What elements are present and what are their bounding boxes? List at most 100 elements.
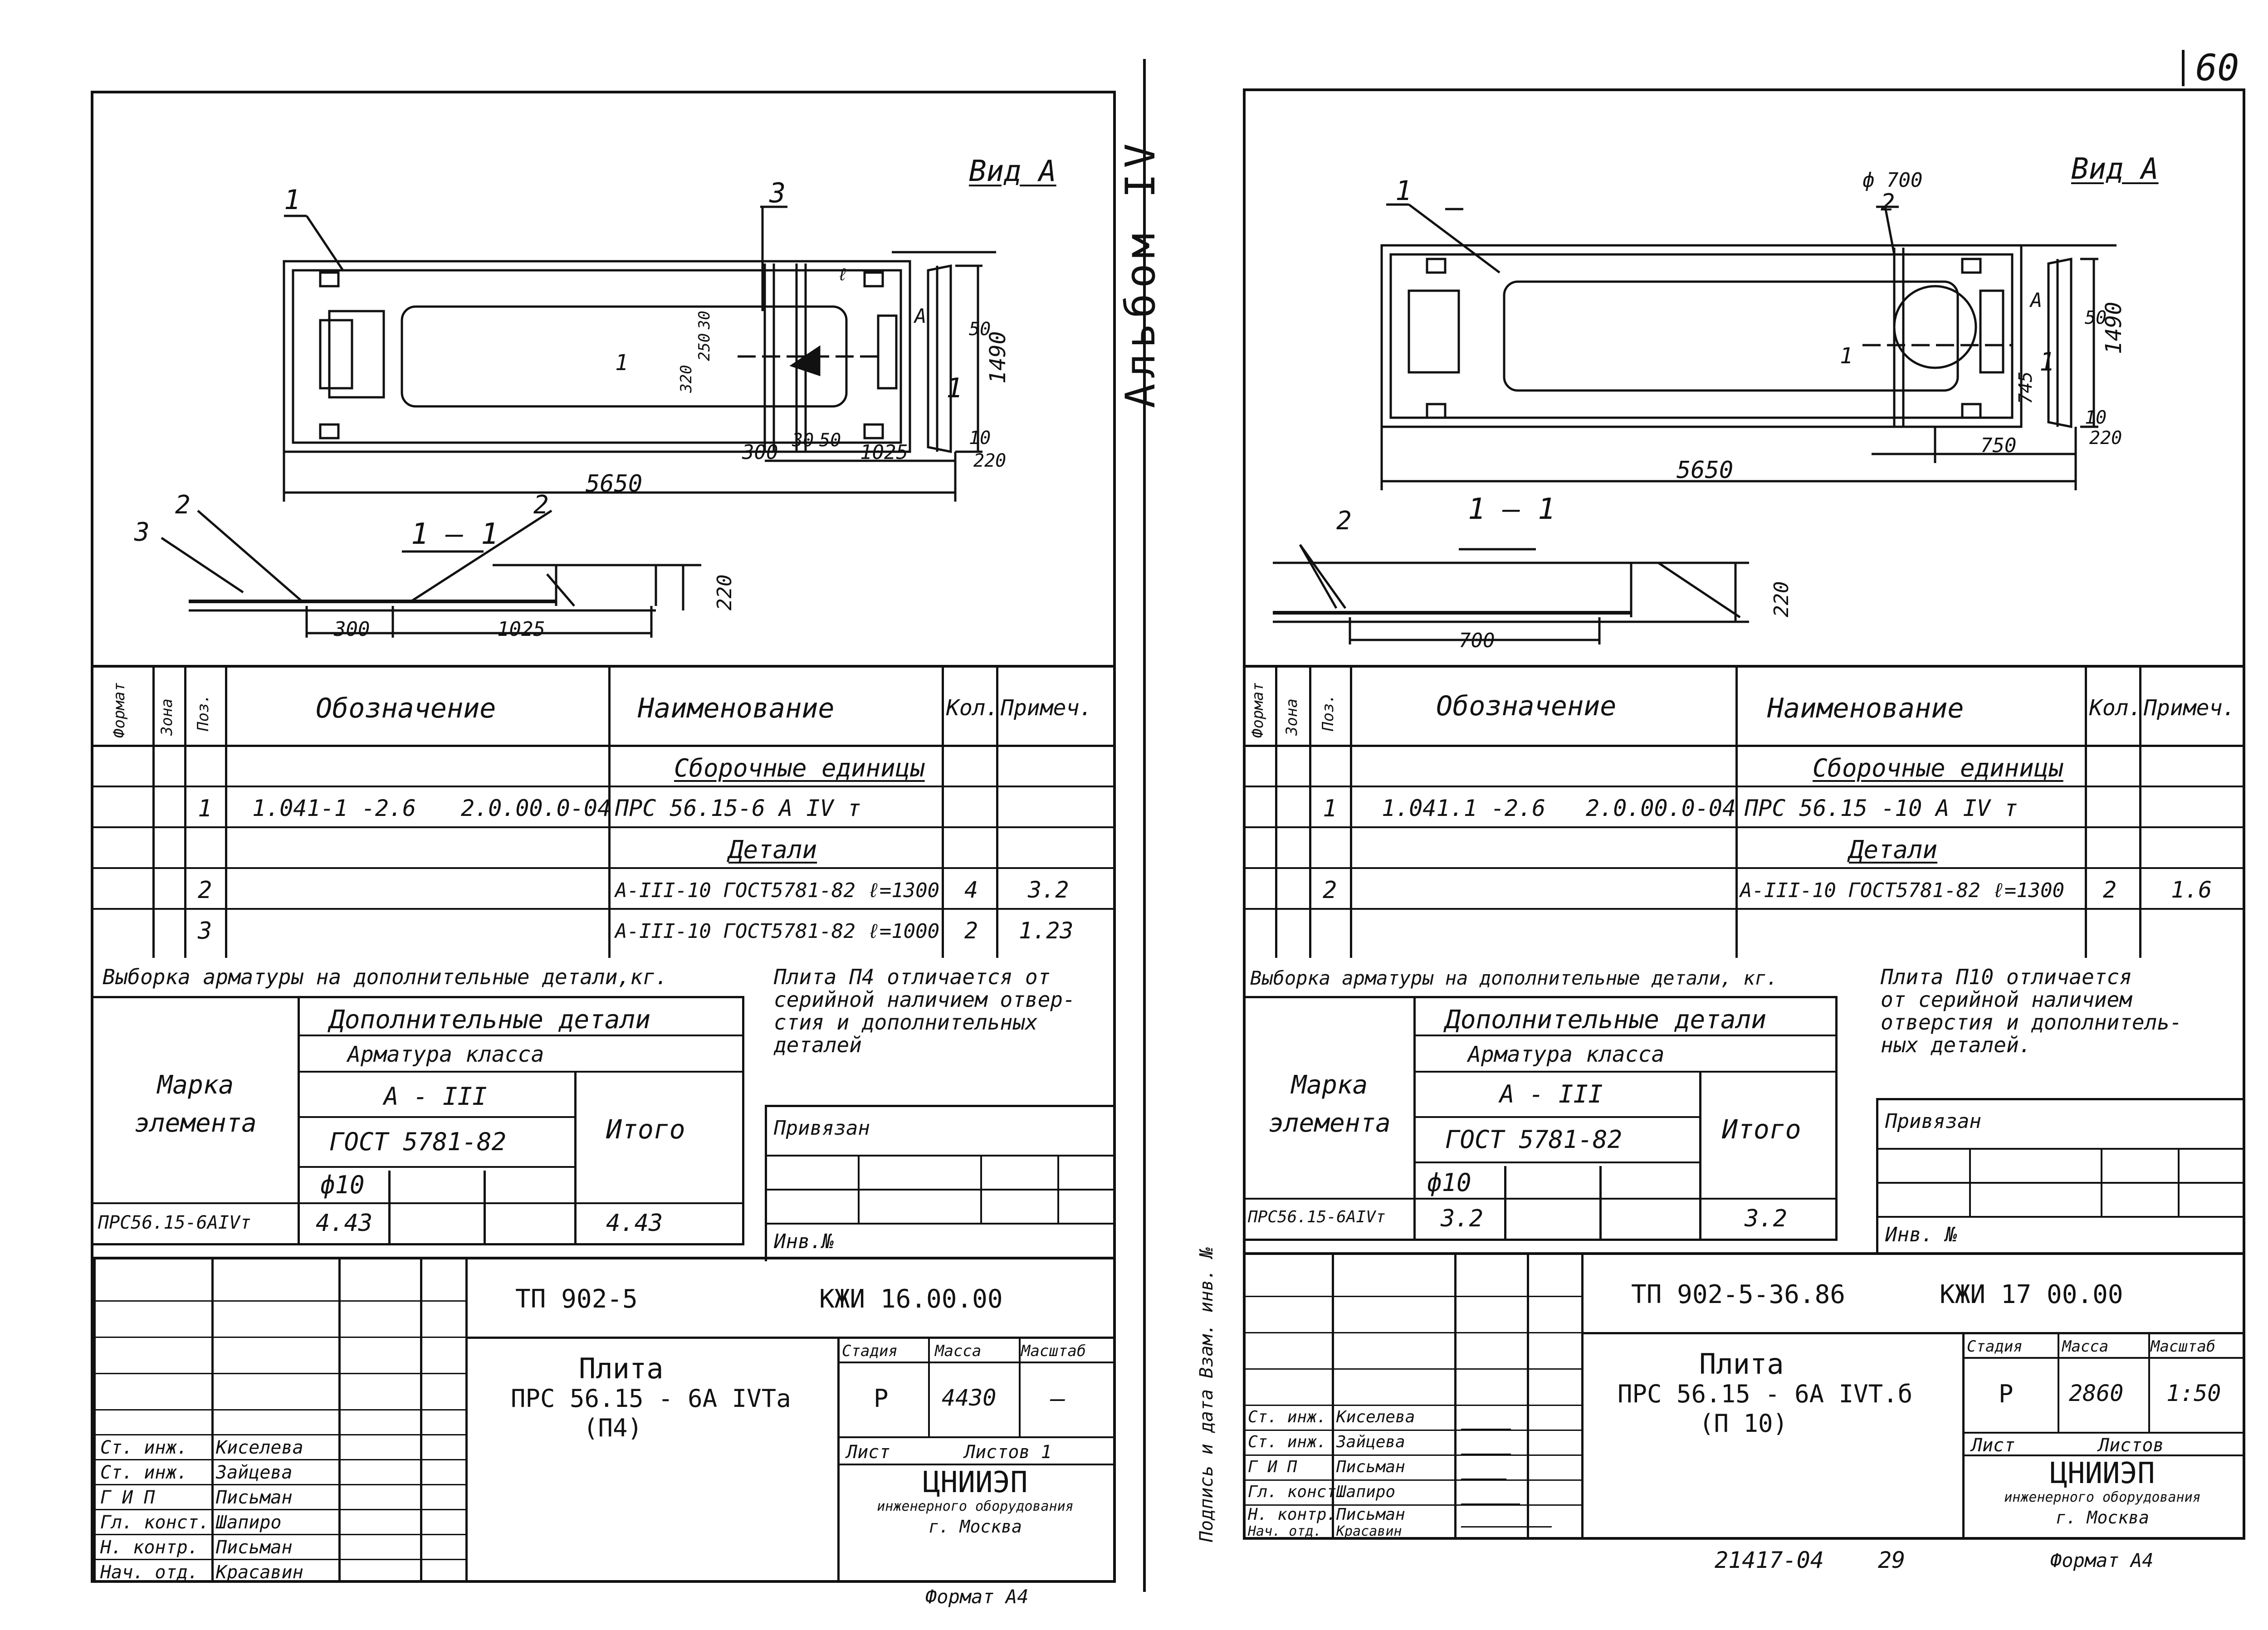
side-labels: Подпись и дата Взам. инв. № — [1196, 1247, 1217, 1542]
staff-role-2: Г И П — [100, 1487, 155, 1508]
page-number: 60 — [2195, 47, 2239, 89]
r-spec-row-2-name: Детали — [1849, 835, 1938, 864]
r-spec-row-1-name: ПРС 56.15 -10 А IV т — [1745, 795, 2018, 821]
callout-2b: 2 — [533, 490, 549, 520]
va-10: 10 — [969, 428, 991, 449]
r-view-a-label: Вид А — [2071, 152, 2159, 186]
r-rebar-class-label: Арматура класса — [1468, 1042, 1665, 1067]
r-signature-3 — [1461, 1491, 1525, 1505]
doc-subtitle-2: (П4) — [583, 1414, 643, 1442]
r-dim-750: 750 — [1980, 434, 2017, 457]
r-mass-value: 2860 — [2069, 1380, 2124, 1406]
r-rebar-row-value: 3.2 — [1441, 1205, 1483, 1232]
sec-1025: 1025 — [497, 618, 545, 641]
fold-line — [1143, 59, 1146, 1592]
staff-name-5: Красавин — [216, 1562, 303, 1583]
callout-3b: 3 — [134, 517, 150, 547]
r-doc-subtitle: ПРС 56.15 - 6А IVТ.б — [1618, 1380, 1913, 1408]
left-rebar-table: Марка элемента Дополнительные детали Арм… — [93, 996, 744, 1245]
rebar-row-total: 4.43 — [606, 1210, 663, 1237]
r-staff-name-2: Письман — [1336, 1458, 1405, 1476]
dim-50: 50 — [819, 430, 841, 451]
signature-2 — [349, 1495, 401, 1510]
spec-row-4-name: А-III-10 ГОСТ5781-82 ℓ=1000 — [615, 920, 940, 943]
r-section-label: 1 — 1 — [1468, 493, 1555, 526]
spec-row-4-note: 1.23 — [1019, 917, 1074, 944]
rebar-note-1: Плита П4 отличается от — [774, 965, 1051, 989]
left-spec-table: Формат Зона Поз. Обозначение Наименовани… — [93, 665, 1113, 958]
r-spec-row-3-name: А-III-10 ГОСТ5781-82 ℓ=1300 — [1740, 879, 2065, 902]
r-stage-value: Р — [1999, 1380, 2014, 1408]
r-spec-row-1-des-b: 2.0.00.0-04 — [1586, 795, 1736, 821]
hdr-name: Наименование — [638, 693, 835, 724]
r-va-50: 50 — [2085, 307, 2107, 328]
r-va-220: 220 — [2089, 428, 2122, 449]
r-staff-role-2: Г И П — [1248, 1458, 1297, 1476]
staff-name-4: Письман — [216, 1537, 293, 1558]
org-city: г. Москва — [929, 1517, 1022, 1537]
doc-title: Плита — [579, 1352, 664, 1385]
staff-role-0: Ст. инж. — [100, 1437, 188, 1458]
rebar-diameter: ф10 — [320, 1171, 365, 1199]
spec-row-4-qty: 2 — [964, 917, 978, 944]
r-staff-name-5: Красавин — [1336, 1523, 1402, 1539]
r-rebar-class: А - III — [1500, 1080, 1603, 1108]
r-callout-2: 2 — [1881, 189, 1895, 216]
right-plan-svg — [1273, 203, 2116, 644]
r-doc-code: ТП 902-5-36.86 — [1631, 1280, 1846, 1309]
r-rebar-mark-header: Марка элемента — [1268, 1070, 1391, 1138]
rebar-note-4: деталей — [774, 1033, 862, 1057]
staff-role-5: Нач. отд. — [100, 1562, 199, 1583]
left-title-block: ТП 902-5 КЖИ 16.00.00 Плита ПРС 56.15 - … — [93, 1257, 1113, 1583]
right-rebar-table: Марка элемента Дополнительные детали Арм… — [1246, 996, 1838, 1241]
spec-row-1-des-b: 2.0.00.0-04 — [461, 795, 611, 821]
r-staff-name-4: Письман — [1336, 1505, 1405, 1524]
r-spec-row-3-pos: 2 — [1323, 877, 1337, 904]
r-rebar-add-details: Дополнительные детали — [1445, 1005, 1767, 1035]
rebar-mark-header: Марка элемента — [134, 1070, 257, 1138]
r-bound-label: Привязан — [1885, 1110, 1981, 1133]
left-sheet: Вид А 1 3 ℓ A 1 1 5650 1490 300 30 50 10… — [91, 91, 1116, 1583]
rebar-title: Выборка арматуры на дополнительные детал… — [103, 965, 668, 989]
rebar-gost: ГОСТ 5781-82 — [329, 1127, 507, 1156]
r-org-name: ЦНИИЭП — [2050, 1457, 2155, 1490]
org-name: ЦНИИЭП — [923, 1466, 1028, 1499]
dim-30b: 30 — [695, 311, 714, 329]
sec-300: 300 — [334, 618, 370, 641]
right-sheet: Вид А 1 ф 700 2 A 1 1 5650 1490 750 745 … — [1243, 88, 2245, 1540]
bound-label: Привязан — [774, 1117, 870, 1140]
r-sec-700: 700 — [1459, 629, 1495, 652]
r-stage-header: Стадия — [1967, 1337, 2023, 1356]
signature-5 — [349, 1570, 400, 1583]
r-rebar-note-2: от серийной наличием — [1881, 987, 2132, 1012]
r-rebar-note-1: Плита П10 отличается — [1881, 965, 2132, 989]
r-view-mark: A — [2030, 289, 2043, 312]
r-scale-header: Масштаб — [2151, 1337, 2216, 1356]
staff-role-4: Н. контр. — [100, 1537, 199, 1558]
spec-row-3-note: 3.2 — [1028, 877, 1069, 903]
rebar-add-details: Дополнительные детали — [329, 1005, 651, 1035]
r-phi: ф 700 — [1862, 169, 1923, 192]
hdr-zone: Зона — [158, 698, 176, 736]
rebar-class: А - III — [384, 1082, 487, 1111]
callout-1: 1 — [284, 184, 301, 216]
spec-row-0-name: Сборочные единицы — [674, 754, 925, 782]
r-staff-name-0: Киселева — [1336, 1408, 1415, 1426]
right-spec-table: Формат Зона Поз. Обозначение Наименовани… — [1246, 665, 2243, 958]
mass-header: Масса — [935, 1342, 982, 1360]
stage-value: Р — [874, 1384, 889, 1413]
dim-total-length: 5650 — [586, 470, 643, 498]
r-staff-role-5: Нач. отд. — [1248, 1523, 1322, 1539]
r-staff-name-1: Зайцева — [1336, 1433, 1405, 1451]
sec-mark-a: 1 — [946, 372, 963, 404]
r-hdr-name: Наименование — [1767, 693, 1964, 724]
r-sec-220: 220 — [1770, 581, 1793, 617]
r-spec-row-1-des-a: 1.041.1 -2.6 — [1382, 795, 1546, 821]
r-org-name-2: инженерного оборудования — [2004, 1489, 2201, 1505]
view-mark: A — [914, 305, 927, 328]
org-name-2: инженерного оборудования — [877, 1498, 1074, 1514]
va-220: 220 — [973, 450, 1007, 471]
r-rebar-note-3: отверстия и дополнитель- — [1881, 1010, 2182, 1035]
r-sec-mark-a: 1 — [2039, 347, 2055, 377]
r-signature-4 — [1461, 1513, 1557, 1528]
